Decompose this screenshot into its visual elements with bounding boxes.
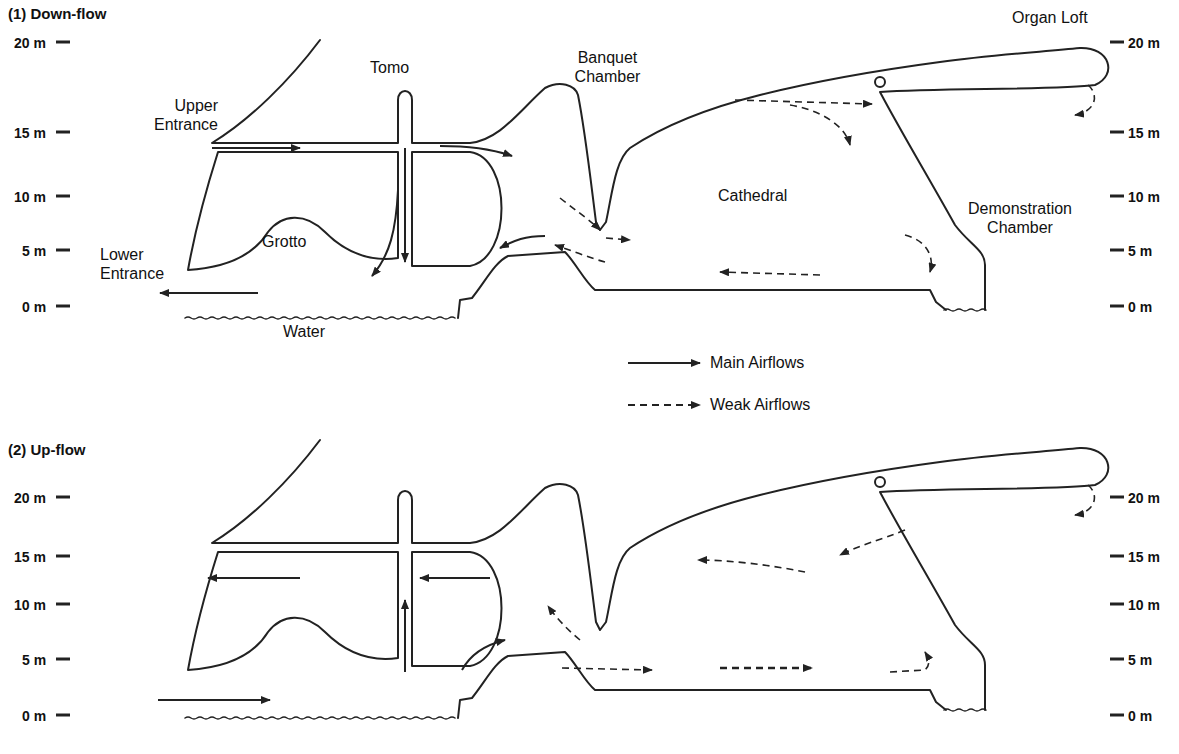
legend-text: Main Airflows xyxy=(710,353,804,372)
place-label: Demonstration Chamber xyxy=(950,199,1090,237)
scale-label: 0 m xyxy=(1128,298,1152,317)
scale-label: 10 m xyxy=(1128,596,1160,615)
place-label: Organ Loft xyxy=(1012,8,1088,27)
scale-label: 15 m xyxy=(14,548,46,567)
scale-label: 5 m xyxy=(22,651,46,670)
scale-label: 0 m xyxy=(22,707,46,726)
place-label: Upper Entrance xyxy=(138,96,218,134)
scale-label: 15 m xyxy=(1128,124,1160,143)
scale-label: 20 m xyxy=(14,489,46,508)
scale-label: 5 m xyxy=(22,242,46,261)
legend-line-solid xyxy=(628,362,700,364)
scale-label: 5 m xyxy=(1128,242,1152,261)
scale-label: 10 m xyxy=(1128,188,1160,207)
scale-label: 20 m xyxy=(14,34,46,53)
scale-label: 20 m xyxy=(1128,34,1160,53)
scale-label: 10 m xyxy=(14,188,46,207)
place-label: Tomo xyxy=(370,58,409,77)
place-label: Grotto xyxy=(262,232,306,251)
scale-label: 0 m xyxy=(1128,707,1152,726)
panel-heading: (2) Up-flow xyxy=(8,440,85,459)
scale-label: 5 m xyxy=(1128,651,1152,670)
scale-label: 20 m xyxy=(1128,489,1160,508)
panel-heading: (1) Down-flow xyxy=(8,4,106,23)
scale-label: 10 m xyxy=(14,596,46,615)
place-label: Lower Entrance xyxy=(100,245,180,283)
place-label: Water xyxy=(283,322,325,341)
place-label: Banquet Chamber xyxy=(560,48,655,86)
place-label: Cathedral xyxy=(718,186,787,205)
legend-text: Weak Airflows xyxy=(710,395,810,414)
scale-label: 0 m xyxy=(22,298,46,317)
scale-label: 15 m xyxy=(14,124,46,143)
legend-line-dashed xyxy=(628,404,700,406)
scale-label: 15 m xyxy=(1128,548,1160,567)
